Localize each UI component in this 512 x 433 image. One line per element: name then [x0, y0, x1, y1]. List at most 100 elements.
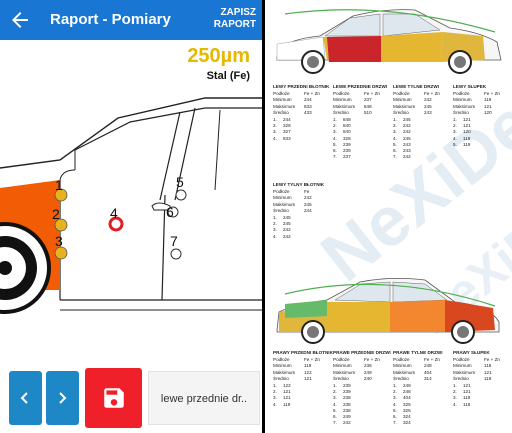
summary-label: Podłoże — [333, 91, 350, 97]
summary-label: Podłoże — [333, 357, 350, 363]
summary-label: Maksimum — [333, 103, 356, 109]
reading-value: 244 — [283, 117, 291, 123]
reading-index: 3. — [273, 129, 277, 135]
reading-index: 4. — [273, 401, 277, 407]
reading-item: 1.249 — [393, 383, 451, 389]
reading-value: 848 — [343, 117, 351, 123]
summary-label: Maksimum — [273, 369, 296, 375]
summary-label: Maksimum — [273, 103, 296, 109]
current-element-selector[interactable]: lewe przednie dr.. — [148, 371, 260, 425]
summary-label: Podłoże — [453, 357, 470, 363]
summary-label: Minimum — [333, 363, 352, 369]
reading-item: 6.239 — [333, 148, 391, 154]
summary-value: 433 — [304, 109, 312, 115]
reading-value: 119 — [463, 141, 471, 147]
next-button[interactable] — [46, 371, 79, 425]
reading-item: 4.119 — [453, 136, 511, 142]
reading-value: 239 — [343, 383, 351, 389]
reading-item: 2.121 — [453, 123, 511, 129]
point-label-6: 6 — [166, 204, 174, 220]
summary-label: Średnio — [273, 207, 289, 213]
reading-value: 840 — [343, 123, 351, 129]
car-left-side-diagram — [276, 9, 502, 74]
report-document: NeXiDe NeXiDe — [265, 0, 512, 433]
reading-value: 121 — [463, 389, 471, 395]
summary-value: 510 — [364, 109, 372, 115]
reading-value: 238 — [343, 401, 351, 407]
reading-item: 2.328 — [273, 123, 331, 129]
chevron-left-icon — [20, 392, 28, 404]
thickness-reading: 250µm — [187, 45, 250, 67]
summary-label: Maksimum — [393, 369, 416, 375]
reading-index: 2. — [273, 221, 277, 227]
point-label-5: 5 — [176, 174, 184, 190]
page-title: Raport - Pomiary — [50, 11, 171, 28]
reading-index: 3. — [393, 129, 397, 135]
reading-value: 119 — [463, 395, 471, 401]
section-title: LEWY PRZEDNI BŁOTNIK — [273, 84, 330, 89]
reading-index: 1. — [453, 383, 457, 389]
summary-value: 848 — [364, 103, 372, 109]
save-disk-button[interactable] — [85, 368, 142, 428]
reading-item: 4.118 — [453, 402, 511, 408]
summary-value: 121 — [484, 369, 492, 375]
reading-item: 3.327 — [273, 129, 331, 135]
summary-label: Maksimum — [453, 103, 476, 109]
back-arrow-icon[interactable] — [8, 8, 32, 32]
section-title: PRAWY PRZEDNI BŁOTNIK — [273, 350, 333, 355]
reading-index: 5. — [393, 407, 397, 413]
summary-label: Średnio — [273, 375, 289, 381]
reading-item: 3.242 — [393, 129, 451, 135]
reading-item: 1.121 — [453, 117, 511, 123]
summary-label: Maksimum — [333, 369, 356, 375]
reading-item: 2.121 — [273, 389, 331, 395]
reading-value: 121 — [463, 123, 471, 129]
summary-label: Podłoże — [393, 357, 410, 363]
reading-item: 1.239 — [333, 383, 391, 389]
previous-button[interactable] — [9, 371, 42, 425]
summary-value: 249 — [364, 369, 372, 375]
summary-value: Fe + Zn — [484, 91, 500, 97]
summary-value: 121 — [484, 103, 492, 109]
summary-value: Fe + Zn — [304, 91, 320, 97]
reading-item: 5.325 — [393, 408, 451, 414]
reading-index: 4. — [333, 135, 337, 141]
reading-item: 7. 242 — [393, 154, 451, 160]
summary-label: Podłoże — [273, 189, 290, 195]
reading-value: 237 — [343, 154, 351, 160]
summary-value: Fe + Zn — [364, 91, 380, 97]
reading-value: 242 — [403, 154, 411, 160]
reading-value: 404 — [403, 395, 411, 401]
reading-value: 121 — [463, 383, 471, 389]
summary-label: Minimum — [273, 97, 292, 103]
summary-value: 122 — [304, 369, 312, 375]
summary-label: Średnio — [453, 375, 469, 381]
reading-item: 6.249 — [333, 414, 391, 420]
reading-value: 324 — [403, 420, 411, 426]
reading-index: 7. — [333, 420, 337, 426]
reading-value: 328 — [343, 135, 351, 141]
reading-value: 242 — [343, 420, 351, 426]
bottom-toolbar: lewe przednie dr.. — [0, 368, 262, 433]
save-report-button[interactable]: ZAPISZ RAPORT — [213, 7, 256, 30]
reading-index: 6. — [393, 414, 397, 420]
reading-value: 243 — [403, 148, 411, 154]
reading-index: 7. — [393, 154, 397, 160]
reading-item: 4.119 — [273, 402, 331, 408]
reading-index: 6. — [333, 414, 337, 420]
summary-label: Minimum — [453, 97, 472, 103]
